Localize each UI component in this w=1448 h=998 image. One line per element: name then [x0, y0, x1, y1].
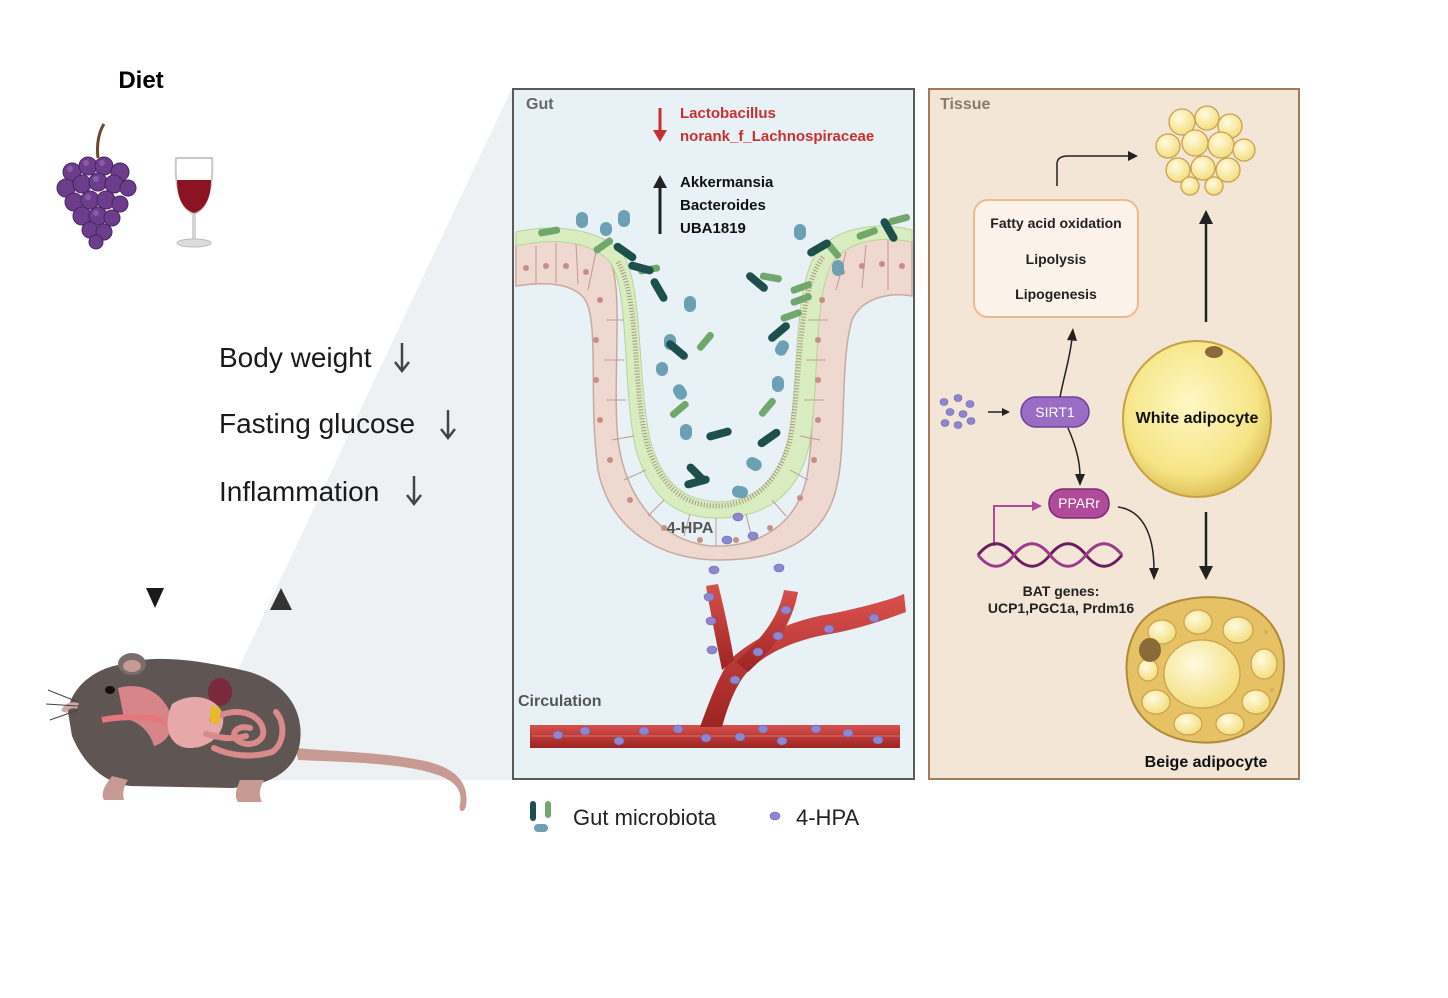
adipocyte-cluster-icon: [1155, 105, 1256, 196]
down-arrow-icon: [394, 343, 410, 374]
ppar-label: PPARr: [1058, 495, 1100, 511]
increased-taxon: Bacteroides: [680, 197, 766, 214]
increased-taxon: UBA1819: [680, 220, 746, 237]
effect-fasting-glucose: Fasting glucose: [219, 408, 415, 439]
increased-taxon: Akkermansia: [680, 174, 774, 191]
wine-glass-icon: [174, 157, 214, 248]
diet-title: Diet: [118, 67, 163, 94]
legend-microbiota-label: Gut microbiota: [573, 805, 717, 830]
beige-adipocyte-label: Beige adipocyte: [1145, 754, 1268, 771]
gut-bacteria: [538, 210, 910, 499]
white-adipocyte-icon: [1122, 340, 1272, 498]
increase-arrow-icon: [653, 175, 667, 234]
metabolic-process-box: [973, 199, 1139, 318]
down-arrow-icon: [406, 476, 422, 507]
sirt1-label: SIRT1: [1035, 404, 1075, 420]
decreased-taxon: norank_f_Lachnospiraceae: [680, 128, 874, 145]
effect-body-weight: Body weight: [219, 342, 372, 373]
bat-genes-title: BAT genes:: [1023, 583, 1100, 599]
white-adipocyte-label: White adipocyte: [1136, 410, 1259, 427]
process-lipogenesis: Lipogenesis: [1015, 286, 1097, 302]
gut-metabolite-label: 4-HPA: [667, 520, 714, 537]
gut-panel-title: Gut: [526, 96, 554, 113]
zoom-wedge: [233, 88, 512, 780]
mouse-to-effects-arrow: [270, 588, 292, 670]
hpa-dots: [939, 394, 976, 429]
legend-hpa-icon: [769, 811, 781, 821]
decrease-arrow-icon: [653, 108, 667, 142]
circulation-label: Circulation: [518, 693, 602, 710]
hpa-dots: [708, 512, 785, 575]
dna-helix-icon: [976, 501, 1124, 568]
bat-genes-list: UCP1,PGC1a, Prdm16: [988, 600, 1134, 616]
grapes-icon: [56, 123, 137, 250]
process-fatty-acid-oxidation: Fatty acid oxidation: [990, 215, 1121, 231]
beige-adipocyte-icon: [1125, 596, 1286, 744]
tissue-panel-title: Tissue: [940, 96, 991, 113]
process-lipolysis: Lipolysis: [1026, 251, 1087, 267]
effect-inflammation: Inflammation: [219, 476, 379, 507]
gut-crypt: [515, 225, 913, 561]
sirt1-to-ppar-arrow: [1067, 427, 1085, 486]
sirt1-node: [1020, 396, 1090, 428]
hpa-dots: [552, 592, 884, 746]
ppar-node: [1048, 488, 1110, 519]
hpa-to-sirt1-arrow: [988, 408, 1010, 416]
legend-hpa-label: 4-HPA: [796, 805, 859, 830]
mouse-illustration: [45, 653, 467, 812]
process-to-cluster-arrow: [1056, 151, 1138, 186]
legend-microbiota-icon: [530, 801, 551, 832]
down-arrow-icon: [440, 410, 456, 441]
diet-to-mouse-arrow: [146, 298, 164, 608]
sirt1-to-process-arrow: [1059, 328, 1077, 398]
white-to-cluster-arrow: [1199, 210, 1213, 322]
ppar-to-beige-arrow: [1117, 506, 1159, 580]
white-to-beige-arrow: [1199, 512, 1213, 580]
decreased-taxon: Lactobacillus: [680, 105, 776, 122]
